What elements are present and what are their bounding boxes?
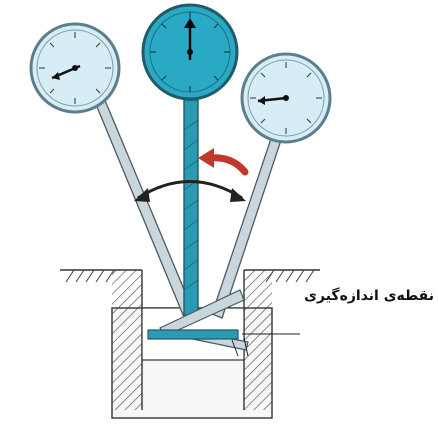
surface-hatch-right: [265, 269, 315, 283]
dial-gauge-right: [211, 52, 332, 319]
swing-arrow-icon: [134, 180, 246, 202]
probe-tip-assembly: [147, 289, 300, 357]
active-probe-bar: [147, 329, 239, 340]
workpiece-block: [60, 269, 320, 419]
measuring-point-label: نقطه‌ی اندازه‌گیری: [304, 288, 434, 304]
dial-gauge-center: [141, 3, 239, 316]
center-arm: [183, 99, 199, 316]
surface-hatch-left: [65, 269, 115, 283]
left-wall-hatch: [112, 270, 142, 410]
right-wall-hatch: [244, 270, 272, 410]
rotation-arrow-icon: [198, 148, 249, 176]
